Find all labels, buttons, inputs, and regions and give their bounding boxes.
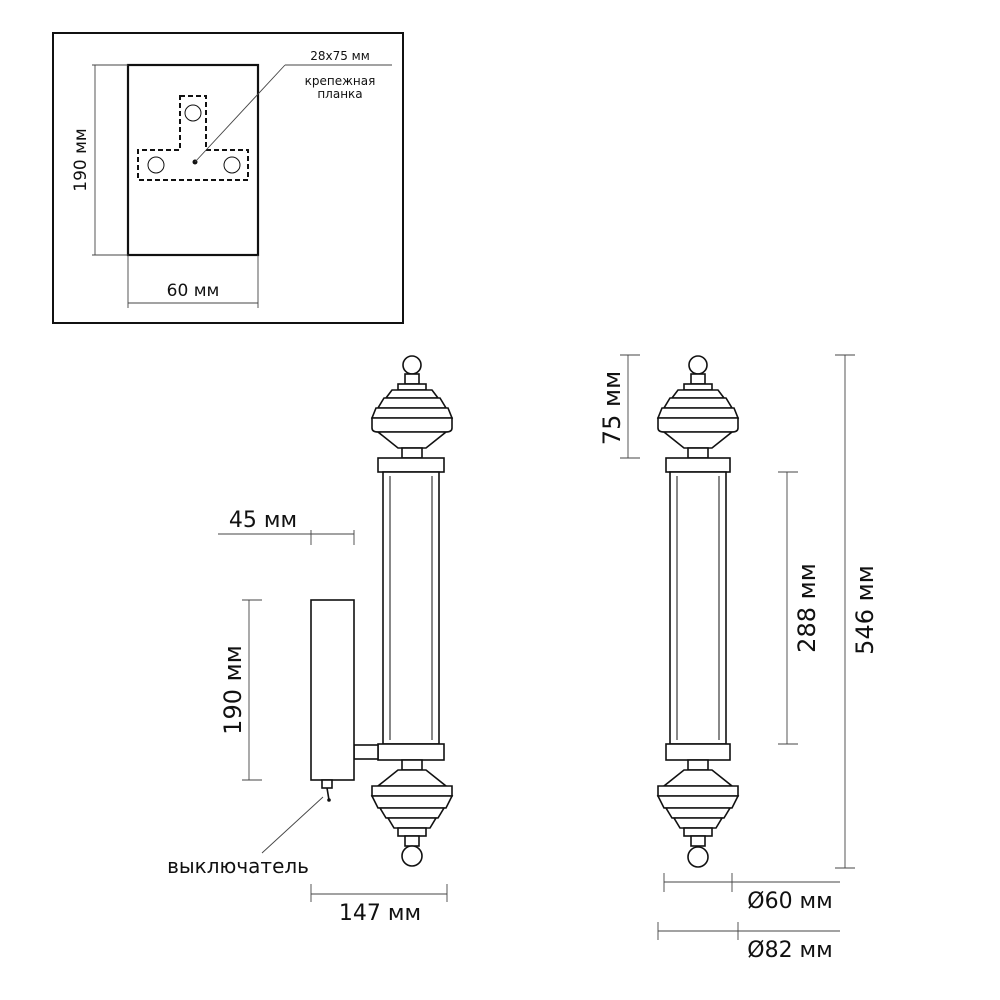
mount-width-label: 60 мм xyxy=(167,281,220,301)
front-bottom-collar xyxy=(665,743,731,761)
side-wall-box xyxy=(310,599,355,781)
depth-label: 147 мм xyxy=(339,901,421,926)
front-glass-tube xyxy=(669,471,727,745)
screw-hole-right xyxy=(223,156,241,174)
total-height-label: 546 мм xyxy=(851,565,879,655)
side-glass-tube xyxy=(382,471,440,745)
side-bottom-collar xyxy=(377,743,445,761)
front-bottom-finial xyxy=(656,759,740,868)
screw-hole-top xyxy=(184,104,202,122)
mounting-bracket-outline xyxy=(137,95,249,181)
mount-height-label: 190 мм xyxy=(71,128,91,192)
tube-length-label: 288 мм xyxy=(793,563,821,653)
cap-height-label: 75 мм xyxy=(598,371,626,445)
mount-detail-panel: 28x75 мм крепежная планка 190 мм 60 мм xyxy=(52,32,404,324)
max-diameter-label: Ø82 мм xyxy=(747,938,833,963)
box-height-label: 190 мм xyxy=(219,645,247,735)
screw-hole-left xyxy=(147,156,165,174)
side-connector-arm xyxy=(353,744,379,760)
offset-label: 45 мм xyxy=(229,508,297,533)
front-top-collar xyxy=(665,457,731,473)
side-bottom-finial xyxy=(370,759,454,867)
bracket-name-line1: крепежная xyxy=(305,74,376,88)
side-view: 45 мм 190 мм выключатель 147 мм xyxy=(167,355,454,926)
switch-icon xyxy=(321,779,333,802)
front-top-finial xyxy=(656,355,740,459)
side-top-collar xyxy=(377,457,445,473)
tube-diameter-label: Ø60 мм xyxy=(747,889,833,914)
bracket-size-label: 28x75 мм xyxy=(310,49,370,63)
side-top-finial xyxy=(370,355,454,459)
bracket-name-line2: планка xyxy=(317,87,362,101)
front-view: 75 мм 288 мм 546 мм Ø60 мм Ø82 мм xyxy=(598,354,879,963)
switch-label: выключатель xyxy=(167,854,309,878)
